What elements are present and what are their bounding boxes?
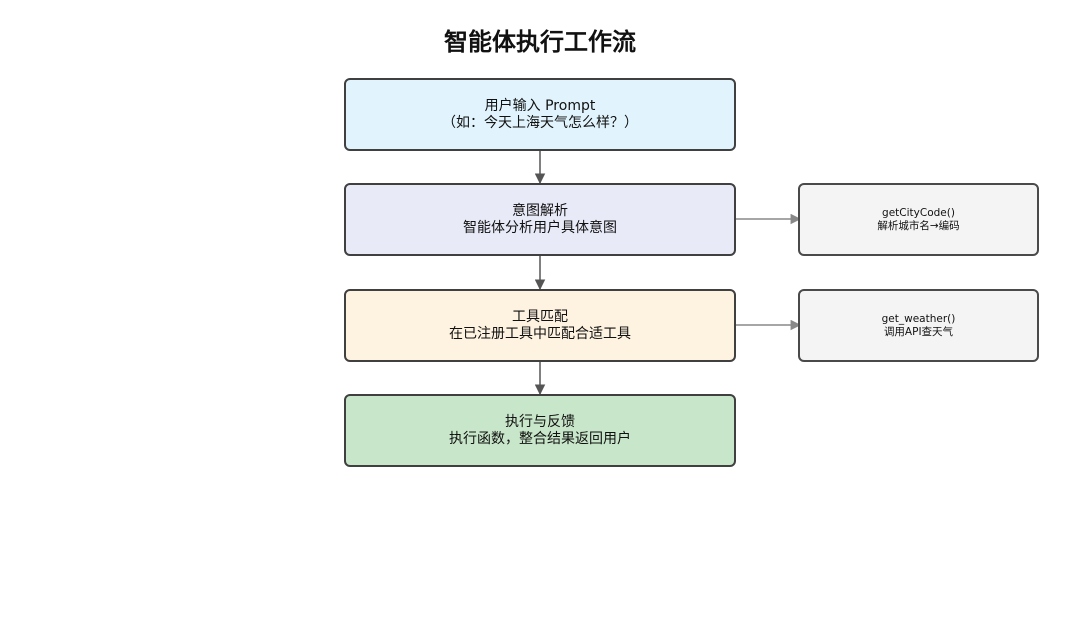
side-note-get-weather-desc: 调用API查天气 [883,325,954,338]
step-execute-feedback-desc: 执行函数，整合结果返回用户 [449,430,631,447]
step-tool-matching-title: 工具匹配 [512,308,568,325]
step-user-input-title: 用户输入 Prompt [484,97,596,114]
step-intent-parsing-title: 意图解析 [512,202,568,219]
side-note-get-weather-func: get_weather() [881,312,956,325]
step-intent-parsing-desc: 智能体分析用户具体意图 [463,219,617,236]
step-tool-matching: 工具匹配 在已注册工具中匹配合适工具 [344,289,736,362]
step-execute-feedback-title: 执行与反馈 [505,413,575,430]
side-note-get-weather: get_weather() 调用API查天气 [798,289,1039,362]
step-user-input-desc: （如：今天上海天气怎么样？） [442,114,638,131]
step-user-input: 用户输入 Prompt （如：今天上海天气怎么样？） [344,78,736,151]
step-execute-feedback: 执行与反馈 执行函数，整合结果返回用户 [344,394,736,467]
side-note-getcitycode: getCityCode() 解析城市名→编码 [798,183,1039,256]
step-tool-matching-desc: 在已注册工具中匹配合适工具 [449,325,631,342]
side-note-getcitycode-func: getCityCode() [882,206,955,219]
side-note-getcitycode-desc: 解析城市名→编码 [877,219,960,232]
step-intent-parsing: 意图解析 智能体分析用户具体意图 [344,183,736,256]
diagram-title: 智能体执行工作流 [444,28,636,56]
